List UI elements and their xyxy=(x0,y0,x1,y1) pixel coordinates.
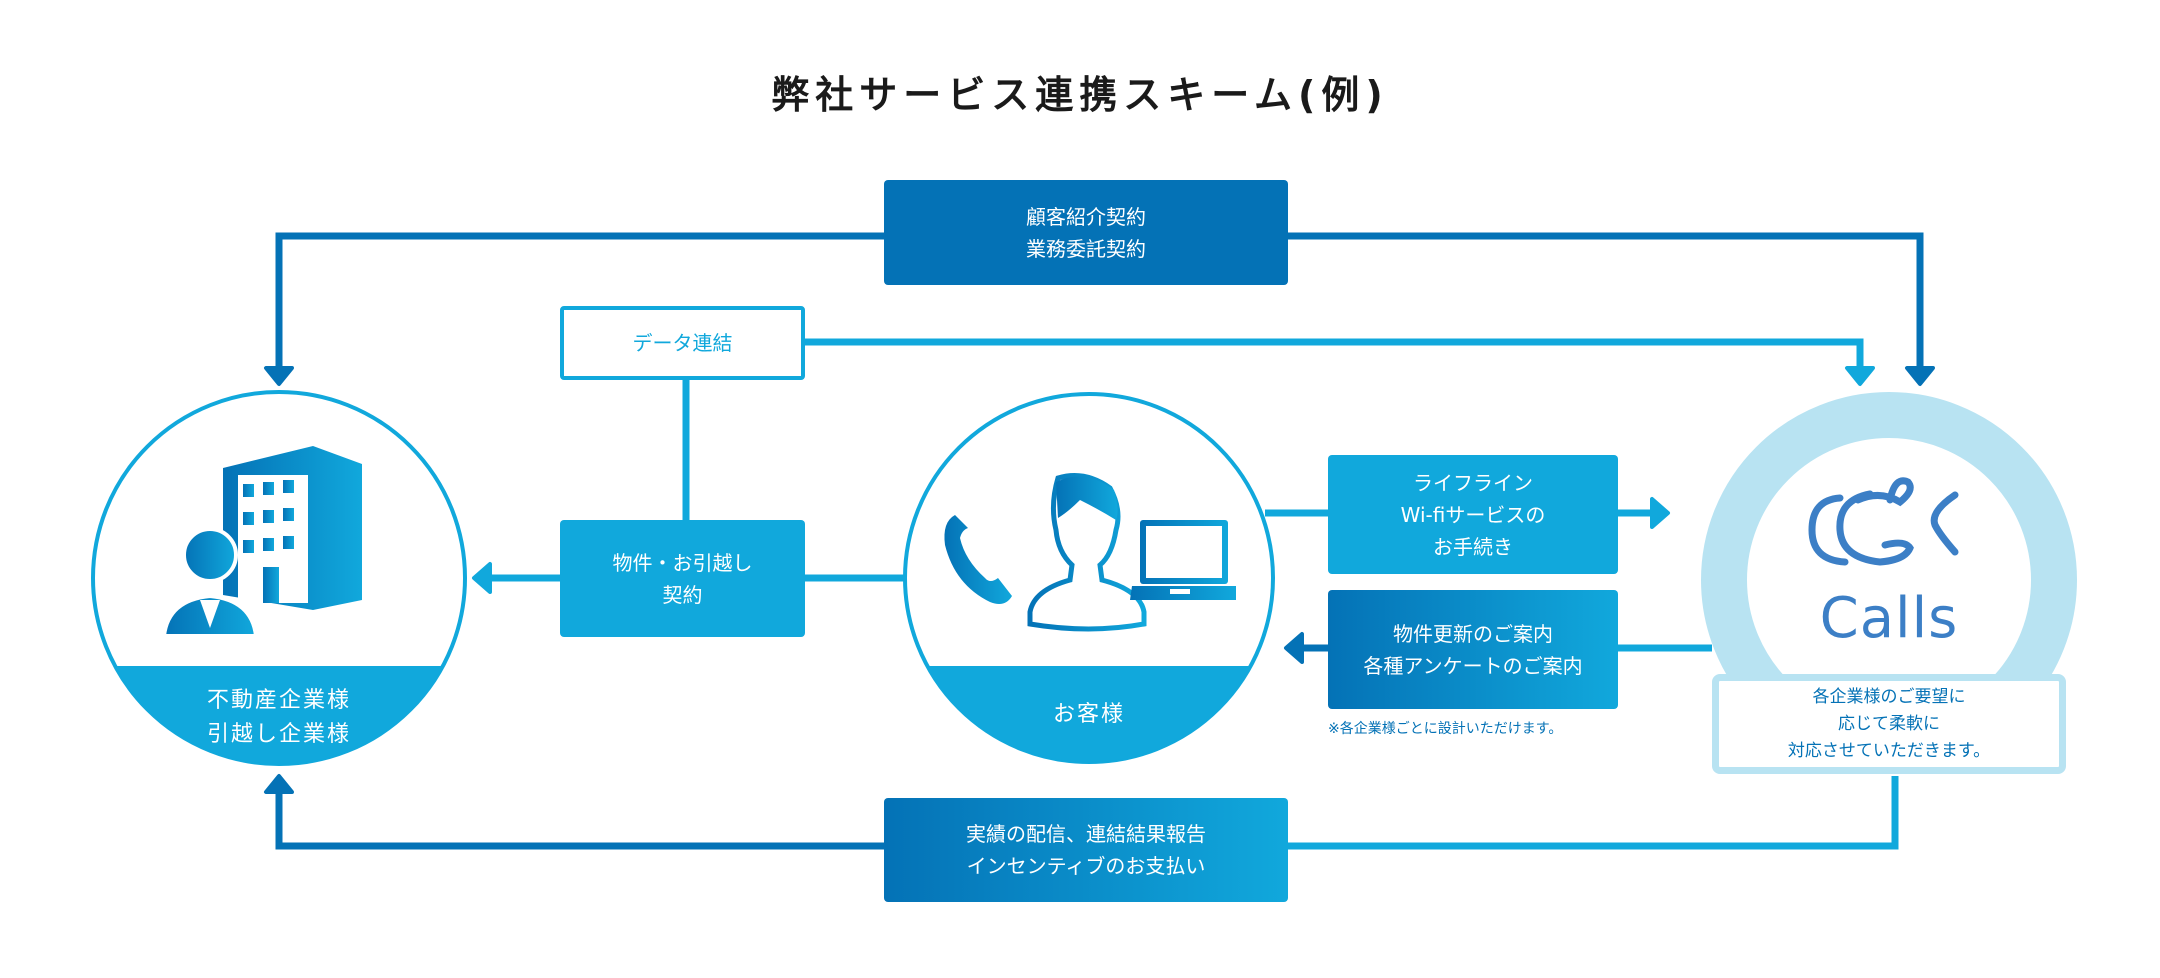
guidance-footnote: ※各企業様ごとに設計いただけます。 xyxy=(1328,721,1563,737)
contract-box: 顧客紹介契約 業務委託契約 xyxy=(884,180,1288,285)
property-contract-connector xyxy=(472,562,905,594)
phone-icon xyxy=(944,515,1012,604)
guidance-label: 物件更新のご案内 各種アンケートのご案内 xyxy=(1363,621,1583,678)
partner-node xyxy=(91,390,467,766)
arrow-down-data xyxy=(1845,366,1875,386)
guidance-box: 物件更新のご案内 各種アンケートのご案内 xyxy=(1328,590,1618,709)
calls-note-box: 各企業様のご要望に 応じて柔軟に 対応させていただきます。 xyxy=(1712,674,2066,774)
page-title: 弊社サービス連携スキーム(例) xyxy=(771,73,1389,117)
partner-label: 不動産企業様 引越し企業様 xyxy=(206,688,351,747)
arrow-down-calls xyxy=(1905,366,1935,386)
report-box: 実績の配信、連結結果報告 インセンティブのお支払い xyxy=(884,798,1288,902)
calls-brand-name: Calls xyxy=(1819,586,1959,651)
arrow-down-partner xyxy=(264,366,294,386)
calls-logo-icon xyxy=(1808,477,1959,566)
lifeline-label: ライフライン Wi-fiサービスの お手続き xyxy=(1400,470,1546,559)
building-with-person-icon xyxy=(161,446,362,638)
property-contract-label: 物件・お引越し 契約 xyxy=(612,550,753,607)
report-label: 実績の配信、連結結果報告 インセンティブのお支払い xyxy=(966,822,1206,878)
data-link-connector xyxy=(682,338,1875,520)
lifeline-box: ライフライン Wi-fiサービスの お手続き xyxy=(1328,455,1618,574)
laptop-icon xyxy=(1130,520,1236,600)
data-link-label: データ連結 xyxy=(632,331,733,355)
person-icon xyxy=(1027,473,1147,632)
property-contract-box: 物件・お引越し 契約 xyxy=(560,520,805,637)
arrow-up-partner xyxy=(264,774,294,794)
lifeline-connector xyxy=(1265,497,1670,529)
arrow-left-customer xyxy=(1284,632,1304,664)
arrow-right-calls xyxy=(1650,497,1670,529)
guidance-connector xyxy=(1284,632,1712,664)
contract-label: 顧客紹介契約 業務委託契約 xyxy=(1026,204,1146,261)
data-link-box: データ連結 xyxy=(560,306,805,380)
arrow-left-partner xyxy=(472,562,492,594)
calls-note-text: 各企業様のご要望に 応じて柔軟に 対応させていただきます。 xyxy=(1787,686,1991,761)
customer-label: お客様 xyxy=(1052,702,1125,727)
